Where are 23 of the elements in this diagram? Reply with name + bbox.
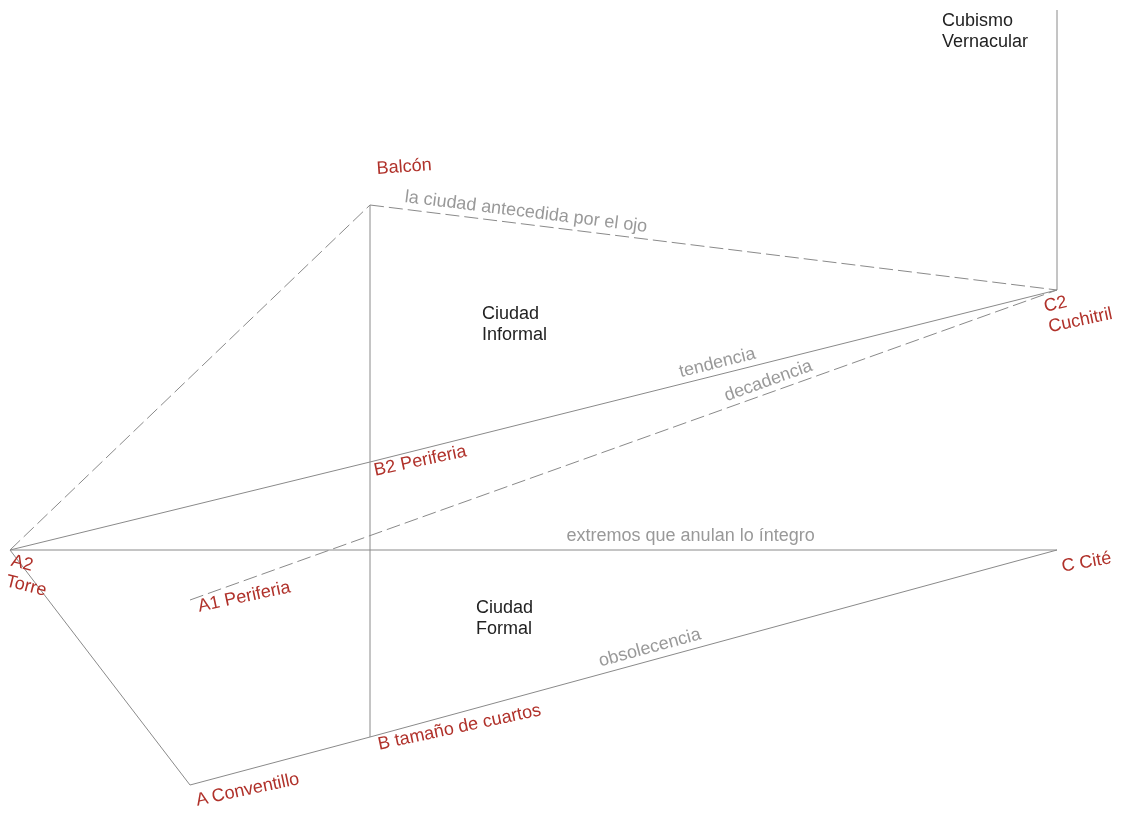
point-label: C Cité <box>1060 545 1123 577</box>
line <box>369 549 1058 738</box>
line <box>9 549 1058 551</box>
point-label: B tamaño de cuartos <box>376 694 567 755</box>
line <box>9 549 191 786</box>
region-label: Ciudad Formal <box>476 597 535 639</box>
point-label: C2 Cuchitril <box>1042 279 1125 338</box>
dashed-line <box>189 289 1058 601</box>
point-label: A Conventillo <box>194 765 316 811</box>
point-label: A2 Torre <box>3 550 73 606</box>
line <box>369 204 371 463</box>
dashed-line <box>369 204 1058 291</box>
line <box>1056 9 1058 291</box>
line <box>369 461 371 738</box>
point-label: A1 Periferia <box>196 575 299 617</box>
line <box>189 736 371 786</box>
point-label: Cubismo Vernacular <box>942 10 1052 52</box>
point-label: B2 Periferia <box>372 439 475 481</box>
point-label: Balcón <box>376 152 458 179</box>
edge-label: extremos que anulan lo íntegro <box>566 525 815 545</box>
edge-label: la ciudad antecedida por el ojo <box>404 185 649 236</box>
region-label: Ciudad Informal <box>482 303 549 345</box>
dashed-line <box>9 204 371 551</box>
